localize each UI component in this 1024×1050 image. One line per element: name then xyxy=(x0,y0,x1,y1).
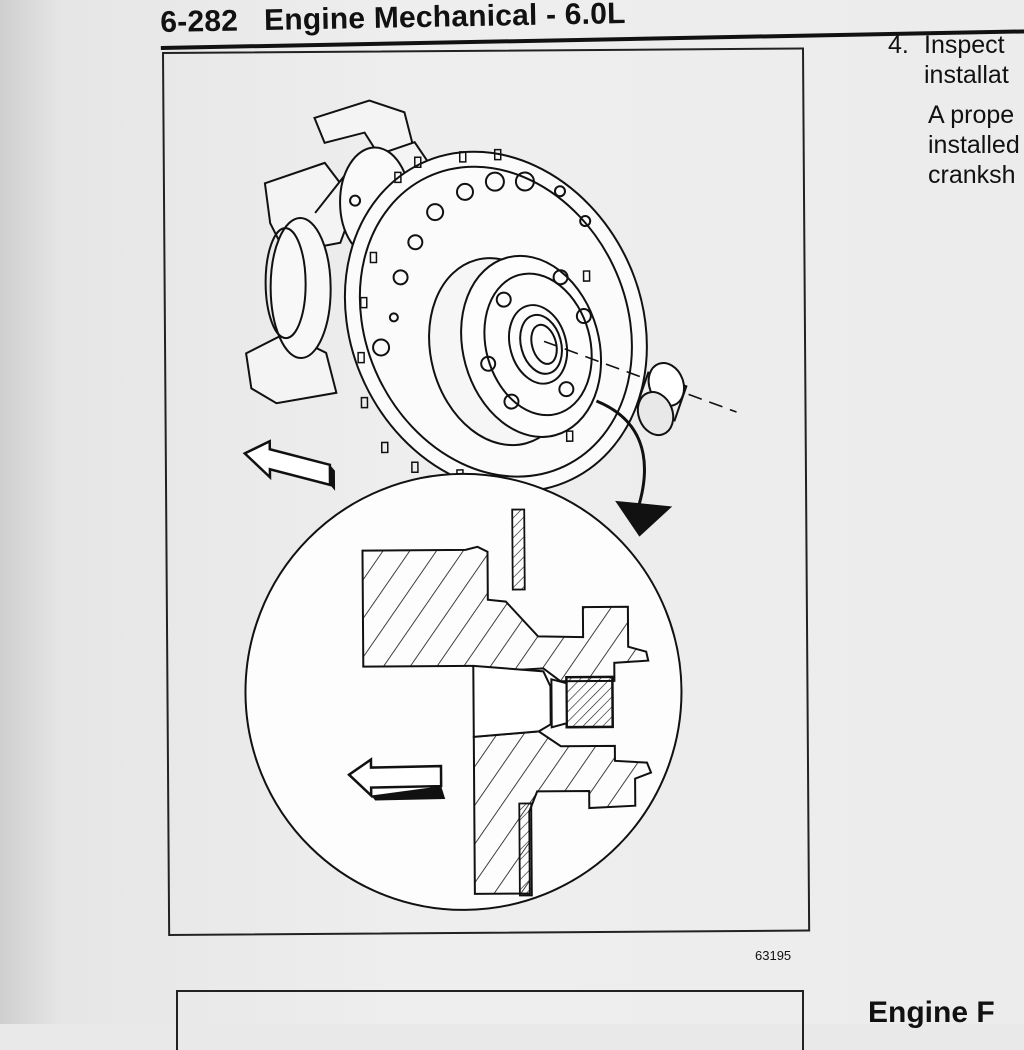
crankshaft-view xyxy=(245,99,737,537)
figure-number: 63195 xyxy=(755,948,792,963)
direction-arrow-upper xyxy=(242,439,336,491)
header-title-line: 6-282 Engine Mechanical - 6.0L xyxy=(160,0,626,40)
step-paragraph: A prope installed cranksh xyxy=(928,101,1020,189)
right-column-text: 4. Inspect installat A prope installed c… xyxy=(888,30,1024,190)
section-title: Engine Mechanical - 6.0L xyxy=(263,0,626,38)
bearing-section xyxy=(565,675,614,729)
crankshaft-pilot-bearing-illustration xyxy=(242,99,737,911)
procedure-step: 4. Inspect installat xyxy=(888,30,1024,90)
direction-arrow-lower xyxy=(347,757,446,801)
page-number: 6-282 xyxy=(160,4,239,39)
figure-frame xyxy=(162,47,811,936)
step-number: 4. xyxy=(888,31,909,59)
pilot-bearing xyxy=(635,362,688,437)
next-figure-frame xyxy=(176,990,804,1050)
step-text: Inspect installat xyxy=(924,31,1009,89)
cross-section-detail xyxy=(244,472,683,911)
next-section-heading: Engine F xyxy=(868,996,995,1029)
